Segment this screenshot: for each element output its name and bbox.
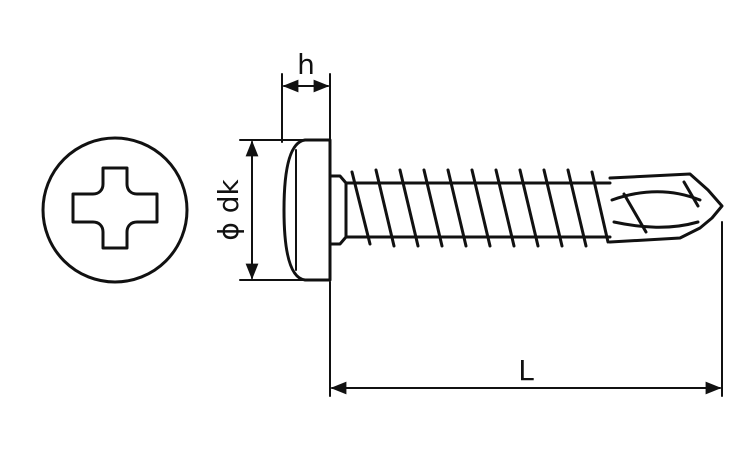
shank-neck <box>328 174 348 246</box>
phillips-recess-icon <box>71 166 159 250</box>
thread-crest <box>542 168 564 248</box>
thread-crest <box>398 168 420 248</box>
drill-tip-edge <box>682 180 700 208</box>
label-l: L <box>518 354 534 387</box>
thread-crests <box>350 168 610 248</box>
label-dk: ϕ dk <box>212 179 245 241</box>
thread-crest <box>374 168 396 248</box>
thread-crest <box>590 170 610 244</box>
head-top-view <box>41 136 189 284</box>
dimension-l: L <box>329 221 723 397</box>
dimension-h: h <box>281 48 331 143</box>
thread-crest <box>422 168 444 248</box>
drill-flute-edge <box>622 192 648 234</box>
thread-crest <box>518 168 540 248</box>
drill-flute-lower <box>612 220 700 229</box>
thread-crest <box>350 170 372 246</box>
thread-crest <box>566 168 588 248</box>
label-h: h <box>297 48 315 81</box>
thread-crest <box>494 168 516 248</box>
screw-side-view <box>282 138 724 282</box>
pan-head <box>282 138 332 282</box>
dimension-dk: ϕ dk <box>212 139 305 281</box>
thread-crest <box>446 168 468 248</box>
head-outline-circle <box>41 136 189 284</box>
thread-crest <box>470 168 492 248</box>
drill-point <box>608 172 724 244</box>
